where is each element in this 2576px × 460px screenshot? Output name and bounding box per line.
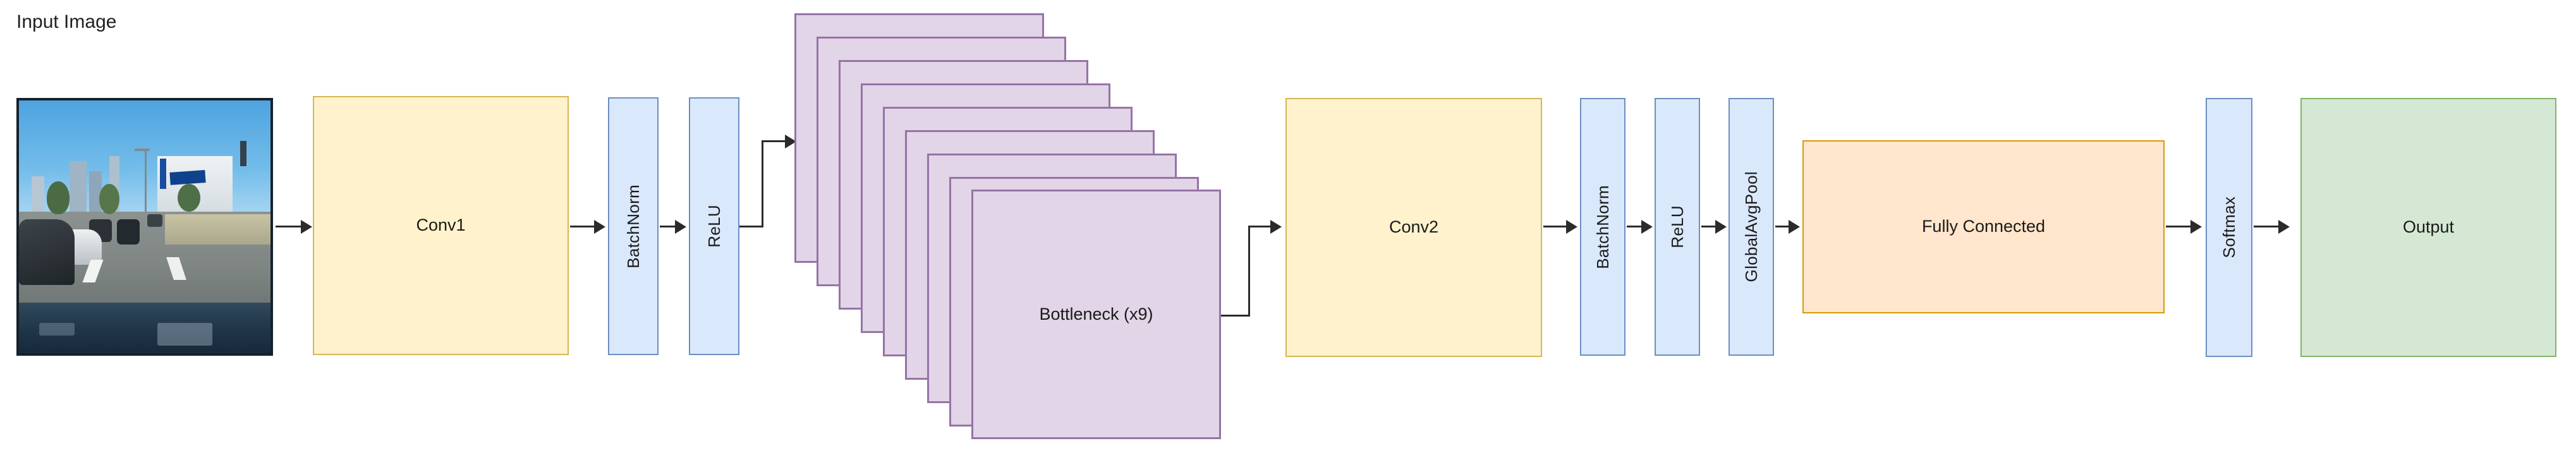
arrowhead-globalavgpool-fc <box>1789 220 1800 234</box>
photo-hood-reflection <box>39 323 75 336</box>
arrowhead-softmax-output <box>2278 220 2290 234</box>
photo-building <box>69 161 87 217</box>
photo-car <box>19 219 75 285</box>
block-conv2-label: Conv2 <box>1388 217 1439 237</box>
block-bottleneck-label: Bottleneck (x9) <box>1039 305 1153 324</box>
block-batchnorm1-label: BatchNorm <box>623 184 643 269</box>
photo-car <box>117 219 140 245</box>
photo-sign-post <box>159 159 166 189</box>
block-fully-connected[interactable]: Fully Connected <box>1802 140 2165 313</box>
connector-input-conv1 <box>276 226 302 227</box>
arrowhead-input-conv1 <box>301 220 312 234</box>
connector-batchnorm2-relu2 <box>1627 226 1643 227</box>
photo-traffic-light <box>240 141 247 166</box>
connector-globalavgpool-fc <box>1775 226 1790 227</box>
connector-softmax-output <box>2254 226 2280 227</box>
block-fully-connected-label: Fully Connected <box>1921 217 2046 236</box>
block-output[interactable]: Output <box>2300 98 2556 357</box>
block-relu1[interactable]: ReLU <box>689 97 739 355</box>
arrowhead-batchnorm1-relu1 <box>675 220 686 234</box>
connector-relu2-globalavgpool <box>1701 226 1716 227</box>
connector-fc-softmax <box>2166 226 2192 227</box>
connector-relu1-bottleneck-seg2 <box>762 140 763 227</box>
photo-light-pole <box>145 148 147 214</box>
connector-relu1-bottleneck-seg1 <box>739 226 763 227</box>
block-batchnorm1[interactable]: BatchNorm <box>608 97 659 355</box>
block-conv1[interactable]: Conv1 <box>313 96 569 355</box>
block-relu2-label: ReLU <box>1667 205 1687 248</box>
block-batchnorm2-label: BatchNorm <box>1593 185 1612 269</box>
bottleneck-card-front[interactable]: Bottleneck (x9) <box>971 190 1221 439</box>
connector-bottleneck-conv2-seg3 <box>1248 226 1273 227</box>
photo-tree <box>177 184 200 212</box>
bottleneck-stack[interactable]: Bottleneck (x9) <box>794 13 1246 449</box>
photo-sidewalk <box>164 214 270 245</box>
connector-bottleneck-conv2-seg2 <box>1248 226 1250 317</box>
block-relu1-label: ReLU <box>704 205 724 248</box>
arrowhead-relu2-globalavgpool <box>1715 220 1727 234</box>
photo-street-sign <box>169 170 206 185</box>
block-conv1-label: Conv1 <box>416 215 466 235</box>
arrowhead-batchnorm2-relu2 <box>1641 220 1653 234</box>
photo-hood-reflection <box>157 323 213 346</box>
arrowhead-relu1-bottleneck <box>785 135 796 148</box>
photo-car-hood <box>19 303 270 353</box>
photo-tree <box>99 184 120 214</box>
connector-batchnorm1-relu1 <box>660 226 677 227</box>
photo-light-arm <box>135 148 150 151</box>
arrowhead-conv1-batchnorm1 <box>594 220 605 234</box>
arrowhead-fc-softmax <box>2190 220 2202 234</box>
block-softmax-label: Softmax <box>2219 197 2239 258</box>
block-globalavgpool-label: GlobalAvgPool <box>1741 171 1761 282</box>
connector-conv2-batchnorm2 <box>1543 226 1567 227</box>
connector-bottleneck-conv2-seg1 <box>1221 315 1250 317</box>
connector-relu1-bottleneck-seg3 <box>762 140 789 142</box>
input-image-label: Input Image <box>16 11 117 32</box>
arrowhead-conv2-batchnorm2 <box>1566 220 1577 234</box>
connector-conv1-batchnorm1 <box>570 226 595 227</box>
block-relu2[interactable]: ReLU <box>1655 98 1700 356</box>
block-globalavgpool[interactable]: GlobalAvgPool <box>1728 98 1774 356</box>
photo-building <box>89 171 102 217</box>
block-softmax[interactable]: Softmax <box>2206 98 2252 357</box>
arrowhead-bottleneck-conv2 <box>1270 220 1282 234</box>
photo-car <box>147 214 162 227</box>
photo-tree <box>46 181 70 214</box>
photo-building <box>31 176 44 217</box>
input-image-thumbnail <box>16 98 273 356</box>
block-conv2[interactable]: Conv2 <box>1285 98 1542 357</box>
block-batchnorm2[interactable]: BatchNorm <box>1580 98 1625 356</box>
block-output-label: Output <box>2402 217 2455 237</box>
